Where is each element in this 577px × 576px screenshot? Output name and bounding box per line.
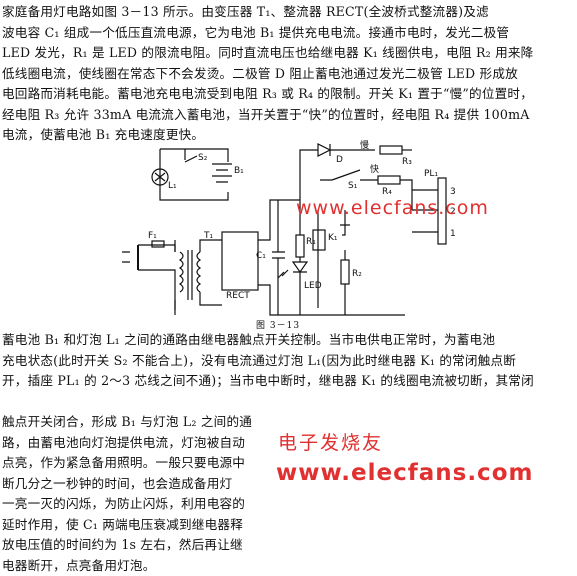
text-line: 一亮一灭的闪烁，为防止闪烁，利用电容的 <box>2 494 270 515</box>
label-pl1: PL₁ <box>424 169 438 179</box>
text-line: 电器断开，点亮备用灯泡。 <box>2 556 270 576</box>
label-l1: L₁ <box>168 181 177 191</box>
flicker-paragraph: 触点开关闭合，形成 B₁ 与灯泡 L₂ 之间的通路，由蓄电池向灯泡提供电流，灯泡… <box>2 412 270 576</box>
label-pin1: 1 <box>450 229 456 239</box>
label-b1: B₁ <box>234 166 244 176</box>
capacitor-c1 <box>272 200 285 315</box>
switch-s2-symbol <box>185 149 197 162</box>
text-line: 开，插座 PL₁ 的 2～3 芯线之间不通)；当市电中断时，继电器 K₁ 的线圈… <box>2 371 574 392</box>
resistor-r3 <box>380 146 402 154</box>
text-line: 放电压值的时间约为 1s 左右，然后再让继 <box>2 535 270 556</box>
transformer-primary <box>180 252 183 292</box>
text-line: LED 发光，R₁ 是 LED 的限流电阻。同时直流电压也给继电器 K₁ 线圈供… <box>2 43 574 64</box>
text-line: 经电阻 R₃ 允许 33mA 电流流入蓄电池，当开关置于“快”的位置时，经电阻 … <box>2 105 574 126</box>
label-t1: T₁ <box>203 231 213 241</box>
label-rect: RECT <box>226 291 250 301</box>
circuit-diagram: L₁ S₂ B₁ F₁ T₁ C₁ RECT R₁ LED K₁ R₂ D 慢 … <box>0 140 577 320</box>
label-f1: F₁ <box>148 231 157 241</box>
text-line: 断几分之一秒钟的时间，也会造成备用灯 <box>2 474 270 495</box>
resistor-r2 <box>341 260 349 284</box>
relay-paragraph: 蓄电池 B₁ 和灯泡 L₁ 之间的通路由继电器触点开关控制。当市电供电正常时，为… <box>2 330 574 392</box>
watermark-url-small: www.elecfans.com <box>296 197 489 219</box>
label-r4: R₄ <box>382 187 392 197</box>
fuse-symbol <box>152 241 164 247</box>
text-line: 点亮，作为紧急备用照明。一般只要电源中 <box>2 453 270 474</box>
label-s1: S₁ <box>348 181 358 191</box>
resistor-r1 <box>296 235 304 257</box>
label-d: D <box>336 155 343 165</box>
label-s2: S₂ <box>198 153 208 163</box>
label-c1: C₁ <box>256 251 266 261</box>
battery-symbol <box>212 164 232 182</box>
diode-d <box>318 144 330 156</box>
label-led: LED <box>304 281 322 291</box>
label-k1: K₁ <box>328 233 338 243</box>
label-pin3: 3 <box>450 187 456 197</box>
resistor-r4 <box>378 176 400 184</box>
label-fast: 快 <box>370 163 379 175</box>
text-line: 充电状态(此时开关 S₂ 不能合上)，没有电流通过灯泡 L₁(因为此时继电器 K… <box>2 351 574 372</box>
label-r1: R₁ <box>306 237 316 247</box>
label-r3: R₃ <box>402 157 412 167</box>
label-r2: R₂ <box>352 269 362 279</box>
text-line: 蓄电池 B₁ 和灯泡 L₁ 之间的通路由继电器触点开关控制。当市电供电正常时，为… <box>2 330 574 351</box>
watermark-url: www.elecfans.com <box>276 460 533 486</box>
text-line: 电回路而消耗电能。蓄电池充电电流受到电阻 R₃ 或 R₄ 的限制。开关 K₁ 置… <box>2 84 574 105</box>
switch-s1 <box>320 170 360 180</box>
watermark-site-name: 电子发烧友 <box>278 428 383 455</box>
text-line: 波电容 C₁ 组成一个低压直流电源，它为电池 B₁ 提供充电电流。接通市电时，发… <box>2 23 574 44</box>
intro-paragraph: 家庭备用灯电路如图 3－13 所示。由变压器 T₁、整流器 RECT(全波桥式整… <box>2 2 574 146</box>
text-line: 低线圈电流，使线圈在常态下不会发烫。二极管 D 阻止蓄电池通过发光二极管 LED… <box>2 64 574 85</box>
text-line: 触点开关闭合，形成 B₁ 与灯泡 L₂ 之间的通 <box>2 412 270 433</box>
text-line: 家庭备用灯电路如图 3－13 所示。由变压器 T₁、整流器 RECT(全波桥式整… <box>2 2 574 23</box>
text-line: 延时作用，使 C₁ 两端电压衰减到继电器释 <box>2 515 270 536</box>
text-line: 路，由蓄电池向灯泡提供电流，灯泡被自动 <box>2 433 270 454</box>
rectifier-box <box>222 232 258 290</box>
label-slow: 慢 <box>360 140 369 151</box>
